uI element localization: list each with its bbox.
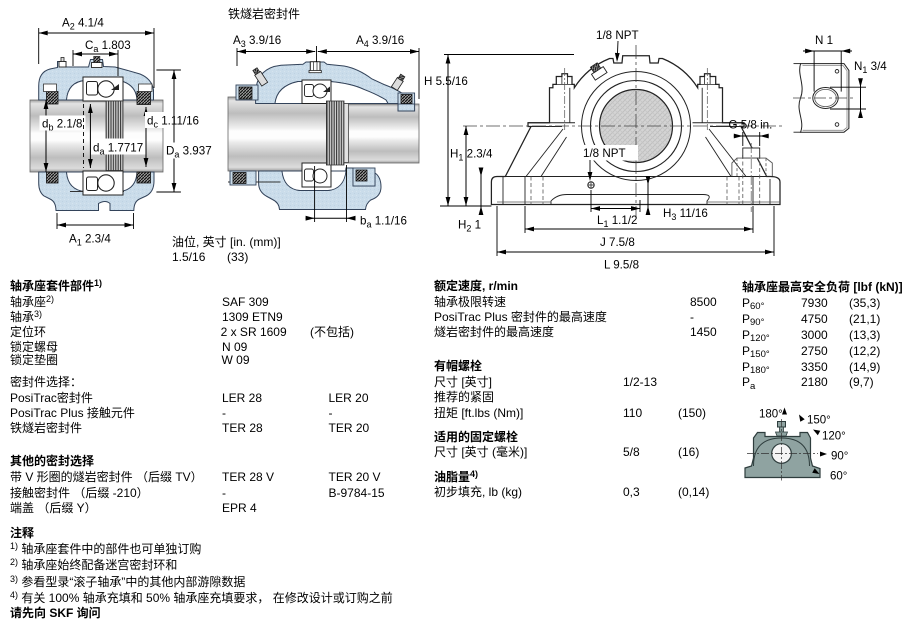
svg-text:A1 2.3/4: A1 2.3/4 [69, 232, 111, 247]
svg-text:H 5.5/16: H 5.5/16 [424, 75, 468, 88]
svg-text:L 9.5/8: L 9.5/8 [604, 258, 639, 271]
svg-text:Da 3.937: Da 3.937 [166, 144, 212, 159]
svg-text:dc 1.11/16: dc 1.11/16 [147, 114, 199, 129]
svg-text:J 7.5/8: J 7.5/8 [600, 236, 635, 249]
svg-text:H3 11/16: H3 11/16 [663, 207, 708, 222]
svg-text:180°: 180° [759, 408, 783, 420]
svg-text:90°: 90° [831, 450, 848, 462]
svg-text:1/8 NPT: 1/8 NPT [596, 29, 639, 42]
svg-text:H1 2.3/4: H1 2.3/4 [450, 147, 493, 162]
svg-text:150°: 150° [807, 414, 831, 426]
svg-text:60°: 60° [830, 470, 847, 482]
svg-text:Ca 1.803: Ca 1.803 [85, 39, 131, 54]
svg-text:G 5/8 in.: G 5/8 in. [729, 119, 773, 132]
svg-text:A4 3.9/16: A4 3.9/16 [356, 34, 404, 49]
svg-text:ba 1.1/16: ba 1.1/16 [360, 214, 407, 229]
svg-text:120°: 120° [822, 430, 846, 442]
svg-text:db 2.1/8: db 2.1/8 [42, 117, 83, 132]
svg-text:N 1: N 1 [815, 34, 833, 47]
svg-text:1/8 NPT: 1/8 NPT [583, 147, 626, 160]
svg-text:N1 3/4: N1 3/4 [854, 60, 887, 75]
svg-text:A2 4.1/4: A2 4.1/4 [62, 16, 104, 31]
svg-text:da 1.7717: da 1.7717 [93, 141, 143, 156]
svg-text:A3 3.9/16: A3 3.9/16 [233, 34, 281, 49]
svg-text:H2 1: H2 1 [458, 218, 481, 233]
svg-text:L1 1.1/2: L1 1.1/2 [597, 214, 638, 229]
